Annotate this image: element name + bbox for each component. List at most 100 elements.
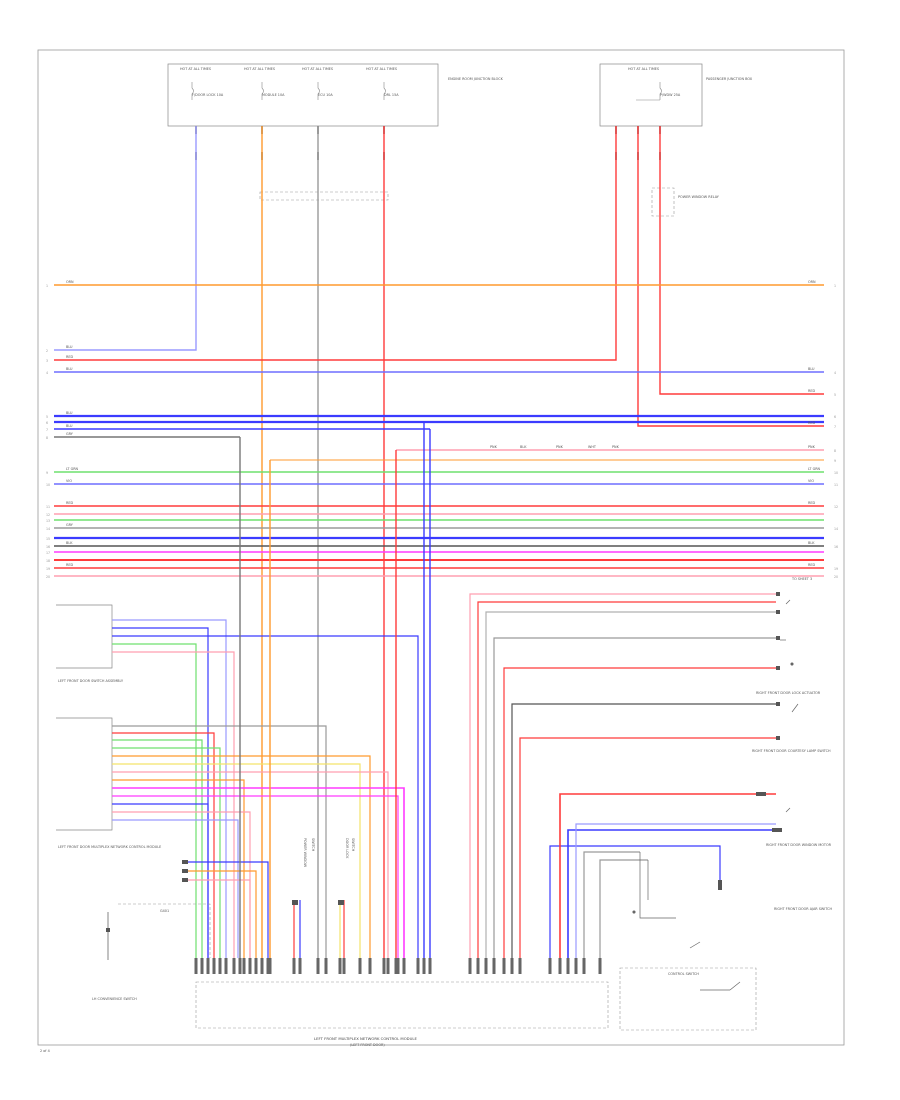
right-unit-3-label: RIGHT FRONT DOOR WINDOW MOTOR <box>766 843 832 847</box>
tag-blu-4: BLU <box>66 424 73 428</box>
module-pin <box>260 958 264 974</box>
mid-connectors <box>292 900 344 905</box>
left-front-door-switch-label: LEFT FRONT DOOR SWITCH ASSEMBLY <box>58 679 124 683</box>
diagram-frame <box>37 49 845 1046</box>
module-pin <box>428 958 432 974</box>
lh-switch-label: LH CONVENIENCE SWITCH <box>92 997 137 1001</box>
module-pin <box>476 958 480 974</box>
tag-pnk-r: PNK <box>808 445 816 449</box>
fuse-3-rating: ECU 10A <box>318 93 333 97</box>
svg-text:8: 8 <box>46 436 48 440</box>
right-device-wires <box>469 593 776 958</box>
right-unit-4-label: RIGHT FRONT DOOR AJAR SWITCH <box>774 907 832 911</box>
tag-pnk-2: PNK <box>556 445 564 449</box>
tag-ltgrn: LT GRN <box>66 467 79 471</box>
module-pin <box>324 958 328 974</box>
tag-red-3: RED <box>66 501 73 505</box>
fuse-4-rating: DRL 15A <box>384 93 399 97</box>
left-front-door-switch-box <box>56 604 113 669</box>
control-switch-label: CONTROL SWITCH <box>668 972 699 976</box>
left-connector-wires <box>188 861 269 958</box>
tag-blu-2: BLU <box>66 367 73 371</box>
fuse-5-rating: P/WDW 25A <box>660 93 681 97</box>
tag-blu-r: BLU <box>808 367 815 371</box>
svg-text:19: 19 <box>834 567 838 571</box>
tag-red-r: RED <box>808 389 815 393</box>
bus-drops <box>239 422 431 958</box>
svg-text:5: 5 <box>834 393 836 397</box>
module-pin <box>582 958 586 974</box>
tag-red-r4: RED <box>808 563 815 567</box>
svg-text:9: 9 <box>46 471 48 475</box>
fuse-feed-wires <box>54 126 824 958</box>
module-pin <box>338 958 342 974</box>
module-pin <box>316 958 320 974</box>
svg-text:20: 20 <box>834 575 838 579</box>
tag-vio-r: VIO <box>808 479 814 483</box>
ground-connector <box>106 928 110 932</box>
module-pin <box>358 958 362 974</box>
svg-text:12: 12 <box>46 513 50 517</box>
relay-label: POWER WINDOW RELAY <box>678 195 720 199</box>
svg-text:20: 20 <box>46 575 50 579</box>
fusebox-right-label: PASSENGER JUNCTION BOX <box>706 77 753 81</box>
tag-blu-3: BLU <box>66 411 73 415</box>
module-pin <box>548 958 552 974</box>
module-pin <box>558 958 562 974</box>
svg-text:8: 8 <box>834 449 836 453</box>
vertical-labels: POWER WINDOW SWITCH DOOR LOCK SWITCH <box>303 838 355 868</box>
right-connectors <box>718 592 782 890</box>
svg-text:6: 6 <box>46 421 48 425</box>
tag-red-r3: RED <box>808 501 815 505</box>
tag-vio: VIO <box>66 479 72 483</box>
svg-text:16: 16 <box>46 545 50 549</box>
svg-text:9: 9 <box>834 459 836 463</box>
module-pin <box>502 958 506 974</box>
module-pin <box>268 958 272 974</box>
fuse-3-label: HOT AT ALL TIMES <box>302 67 333 71</box>
module-pin <box>492 958 496 974</box>
ground-label: G401 <box>160 909 169 913</box>
bottom-module-sub: (LEFT FRONT DOOR) <box>350 1043 385 1047</box>
right-unit-2-label: RIGHT FRONT DOOR LOCK ACTUATOR <box>756 691 821 695</box>
page-number: 2 of 4 <box>40 1049 50 1053</box>
module-pin <box>200 958 204 974</box>
svg-text:7: 7 <box>834 425 836 429</box>
module-pin <box>212 958 216 974</box>
module-pin <box>484 958 488 974</box>
svg-text:1: 1 <box>834 284 836 288</box>
svg-text:10: 10 <box>46 483 50 487</box>
svg-text:3: 3 <box>46 359 48 363</box>
svg-text:POWER WINDOW: POWER WINDOW <box>303 838 307 868</box>
module-pin <box>394 958 398 974</box>
svg-text:14: 14 <box>834 527 838 531</box>
relay-box <box>651 187 675 217</box>
svg-text:DOOR LOCK: DOOR LOCK <box>345 838 349 859</box>
left-door-module-wires <box>112 725 405 958</box>
tag-blk: BLK <box>520 445 527 449</box>
module-pin <box>518 958 522 974</box>
svg-text:4: 4 <box>834 371 836 375</box>
module-pin <box>232 958 236 974</box>
svg-text:11: 11 <box>46 505 50 509</box>
module-pin <box>368 958 372 974</box>
module-pin <box>422 958 426 974</box>
module-pin <box>224 958 228 974</box>
tag-red-4: RED <box>66 563 73 567</box>
svg-text:6: 6 <box>834 415 836 419</box>
fuse-connector-stubs <box>195 126 661 160</box>
fuse-4-label: HOT AT ALL TIMES <box>366 67 397 71</box>
module-pin <box>298 958 302 974</box>
svg-text:11: 11 <box>834 483 838 487</box>
right-unit-1-label: RIGHT FRONT DOOR COURTESY LAMP SWITCH <box>752 749 831 753</box>
right-switch-symbols <box>780 599 799 813</box>
svg-text:15: 15 <box>46 537 50 541</box>
bottom-module-label: LEFT FRONT MULTIPLEX NETWORK CONTROL MOD… <box>314 1036 418 1041</box>
tag-orn-r: ORN <box>808 280 816 284</box>
module-pin <box>194 958 198 974</box>
fuse-2-label: HOT AT ALL TIMES <box>244 67 275 71</box>
